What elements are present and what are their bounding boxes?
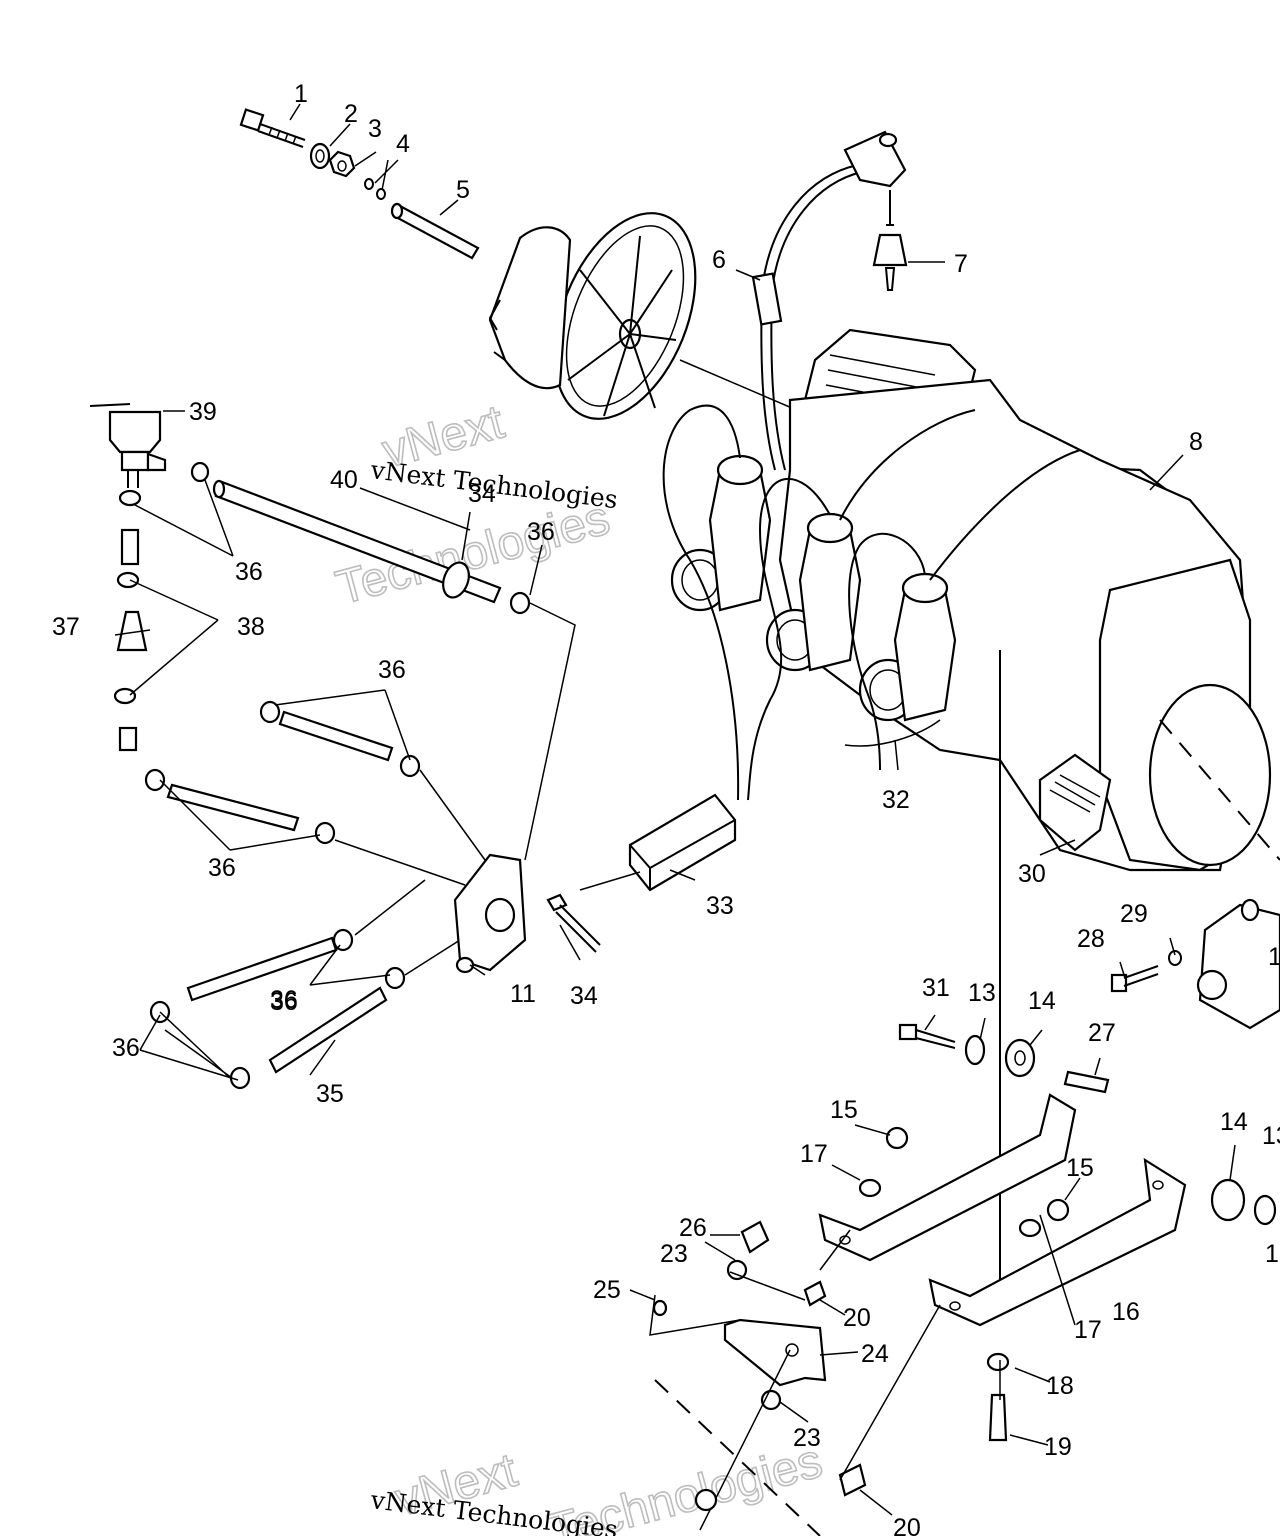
- callout-3: 3: [368, 115, 382, 143]
- callout-11: 11: [510, 980, 536, 1008]
- callout-6: 6: [712, 246, 726, 274]
- callout-8: 8: [1189, 428, 1203, 456]
- callout-29: 29: [1120, 900, 1148, 928]
- nut-3: [328, 150, 356, 178]
- callout-14-a: 14: [1028, 987, 1056, 1015]
- callout-34-lower: 34: [570, 982, 598, 1010]
- callout-36-d: 36: [208, 854, 236, 882]
- drive-pulley: [488, 212, 821, 421]
- cdi-module-33: [579, 793, 737, 892]
- callout-labels: 1 2 3 4 5 6 7 8 39 40 34 36 36 37 38 36 …: [52, 80, 1280, 1536]
- callout-19: 19: [1044, 1433, 1072, 1461]
- bolt-28: [1110, 965, 1159, 993]
- callout-40: 40: [330, 466, 358, 494]
- studs-20: [803, 1280, 867, 1497]
- callout-36-g: 36: [270, 988, 298, 1016]
- callout-1: 1: [294, 80, 308, 108]
- callout-23-b: 23: [793, 1424, 821, 1452]
- engine-block-8: [662, 328, 1280, 872]
- callout-35: 35: [316, 1080, 344, 1108]
- callout-4: 4: [396, 130, 410, 158]
- callout-34-upper: 34: [468, 480, 496, 508]
- callout-36-a: 36: [527, 518, 555, 546]
- callout-17-b: 17: [1074, 1316, 1102, 1344]
- callout-27: 27: [1088, 1019, 1116, 1047]
- callout-partial-2: 1: [1265, 1240, 1279, 1268]
- spark-plug-wire-6: [751, 130, 907, 471]
- washer-29: [1168, 950, 1182, 966]
- bracket-16: [928, 1157, 1187, 1327]
- carburetor-2: [765, 512, 862, 672]
- callout-5: 5: [456, 176, 470, 204]
- callout-39: 39: [189, 398, 217, 426]
- callout-partial-1: 1: [1268, 943, 1280, 971]
- callout-23-a: 23: [660, 1240, 688, 1268]
- callout-13-b: 13: [1262, 1122, 1280, 1150]
- pin-5: [390, 202, 480, 260]
- callout-20-a: 20: [843, 1304, 871, 1332]
- callout-7: 7: [954, 250, 968, 278]
- dashed-axis-lower: [654, 1379, 821, 1536]
- callout-32: 32: [882, 786, 910, 814]
- callout-26: 26: [679, 1214, 707, 1242]
- callout-31: 31: [922, 974, 950, 1002]
- bracket-upper: [818, 1093, 1077, 1262]
- callout-20-b: 20: [893, 1514, 921, 1536]
- o-ring-4: [364, 178, 386, 200]
- nuts-15-17-18-23: [652, 1126, 1070, 1411]
- callout-24: 24: [861, 1340, 889, 1368]
- callout-15-a: 15: [830, 1096, 858, 1124]
- callout-13-a: 13: [968, 979, 996, 1007]
- fuel-filter-37: [116, 528, 148, 752]
- bolt-31: [898, 1023, 956, 1049]
- bolt-1: [239, 108, 306, 148]
- callout-36-c: 36: [378, 656, 406, 684]
- fuel-pump-39: [89, 403, 167, 488]
- pulse-pump-11: [453, 853, 527, 974]
- starter-housing-partial: [1196, 898, 1280, 1030]
- callout-17-a: 17: [800, 1140, 828, 1168]
- fuel-hose-40: [212, 479, 502, 604]
- bracket-24: [723, 1318, 827, 1387]
- screw-34: [546, 893, 601, 953]
- callout-28: 28: [1077, 925, 1105, 953]
- callout-14-b: 14: [1220, 1108, 1248, 1136]
- callout-25: 25: [593, 1276, 621, 1304]
- carburetor-3: [858, 572, 957, 722]
- nut-lower-left: [694, 1488, 718, 1512]
- callout-33: 33: [706, 892, 734, 920]
- spark-plug-7: [872, 190, 908, 291]
- callout-30: 30: [1018, 860, 1046, 888]
- callout-36-b: 36: [235, 558, 263, 586]
- callout-37: 37: [52, 613, 80, 641]
- callout-38: 38: [237, 613, 265, 641]
- washer-2: [309, 142, 331, 170]
- callout-18: 18: [1046, 1372, 1074, 1400]
- spacer-27: [1063, 1070, 1110, 1094]
- bolt-19: [988, 1393, 1008, 1442]
- stud-26: [740, 1220, 770, 1254]
- fuel-hoses-35: [159, 602, 576, 1079]
- callout-2: 2: [344, 100, 358, 128]
- leader-lines-lower: [649, 1229, 1001, 1531]
- callout-15-b: 15: [1066, 1154, 1094, 1182]
- carburetor-1: [670, 454, 772, 612]
- callout-16: 16: [1112, 1298, 1140, 1326]
- washers-13-14: [964, 1034, 1277, 1226]
- callout-36-e: 36: [270, 986, 298, 1014]
- callout-36-f: 36: [112, 1034, 140, 1062]
